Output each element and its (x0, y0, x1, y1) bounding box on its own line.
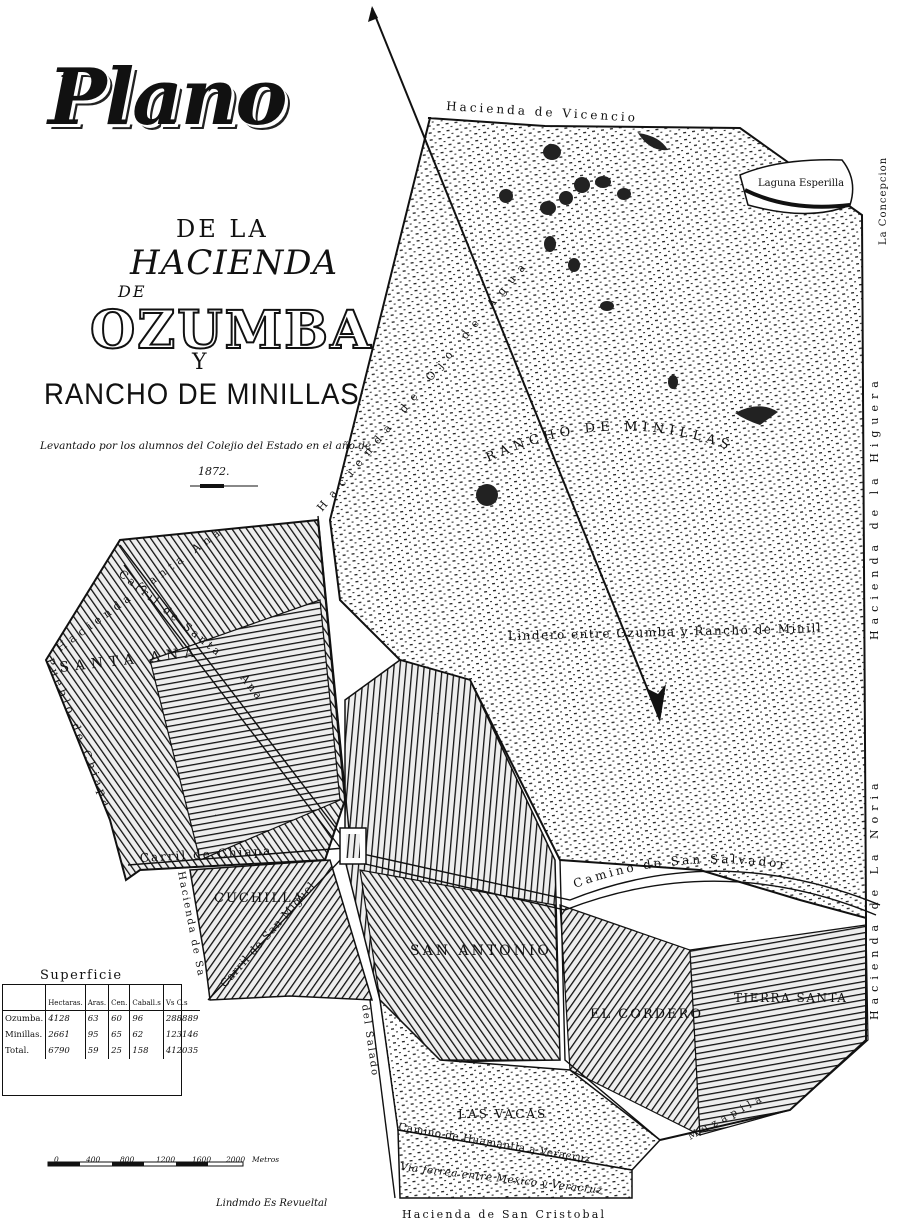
title-de-la: DE LA (176, 215, 269, 243)
label-la-concepcion: La Concepcion (878, 157, 889, 245)
title-y: Y (192, 350, 207, 375)
table-row: Minillas. 2661 95 65 62 123146 (3, 1027, 200, 1043)
label-hacienda-san-cristobal: Hacienda de San Cristobal (402, 1208, 606, 1221)
railway-strip (397, 1129, 633, 1199)
cell: 60 (108, 1010, 131, 1027)
label-las-vacas: LAS VACAS (458, 1107, 547, 1121)
cell: 288889 (165, 1014, 199, 1024)
cell: 62 (129, 1027, 164, 1043)
row-label: Minillas. (3, 1027, 47, 1043)
cell: 412035 (165, 1046, 199, 1056)
label-el-cordero: EL CORDERO (590, 1007, 703, 1022)
cell: 95 (85, 1027, 110, 1043)
row-label: Total. (3, 1043, 47, 1059)
hacienda-buildings (339, 827, 367, 865)
cell: 63 (85, 1010, 110, 1027)
superficie-header-row: Hectaras. Aras. Cen. Caball.s Vs C.s (3, 985, 201, 1011)
cell: 96 (129, 1010, 164, 1027)
scale-tick: 800 (120, 1155, 135, 1164)
scale-tick: 1600 (192, 1155, 212, 1164)
scale-tick: 1200 (156, 1155, 176, 1164)
table-row: Ozumba. 4128 63 60 96 288889 (3, 1010, 200, 1027)
san-antonio-field (359, 869, 561, 1061)
cell: 158 (129, 1043, 164, 1059)
cell: 65 (108, 1027, 131, 1043)
cell: 25 (108, 1043, 131, 1059)
title-ozumba: OZUMBA (89, 299, 373, 362)
col-header: Vs C.s (163, 985, 201, 1011)
label-laguna-esperilla: Laguna Esperilla (758, 178, 844, 189)
title-block: Plano DE LA HACIENDA DE OZUMBA Y RANCHO … (0, 0, 400, 500)
minillas-territory (328, 117, 868, 920)
cell: 2661 (45, 1027, 86, 1043)
label-cuchilla: CUCHILLA (214, 891, 304, 906)
title-hacienda: HACIENDA (130, 243, 339, 283)
east-lower-boundary (659, 918, 867, 1141)
superficie-table: Hectaras. Aras. Cen. Caball.s Vs C.s Ozu… (2, 984, 201, 1096)
title-de: DE (118, 282, 147, 301)
title-surveyed-by: Levantado por los alumnos del Colejio de… (40, 440, 372, 452)
cell: 123146 (165, 1030, 199, 1040)
title-year: 1872. (198, 465, 230, 478)
title-plano: Plano (48, 52, 288, 143)
label-del-salado: del Salado (359, 1004, 380, 1078)
santa-ana-lower-field (149, 599, 341, 861)
table-row: Total. 6790 59 25 158 412035 (3, 1043, 200, 1059)
laguna-esperilla-pond (739, 159, 854, 215)
label-tierra-santa: TIERRA SANTA (734, 991, 847, 1005)
cell: 6790 (45, 1043, 86, 1059)
superficie-title: Superficie (40, 968, 123, 983)
col-header: Caball.s (129, 985, 164, 1011)
label-san-antonio: SAN ANTONIO (410, 943, 552, 959)
col-header: Cen. (108, 985, 131, 1011)
scale-bar (47, 1161, 244, 1167)
col-header (3, 985, 47, 1011)
row-label: Ozumba. (3, 1010, 47, 1027)
tree-clusters (476, 133, 778, 506)
label-hacienda-higuera: Hacienda de la Higuera (868, 375, 881, 640)
scale-tick: 2000 (226, 1155, 246, 1164)
tierra-santa-field (689, 924, 869, 1136)
cuchilla-field (189, 859, 374, 1001)
title-rancho: RANCHO DE MINILLAS (44, 378, 360, 411)
label-hacienda-noria: Hacienda de La Noria (868, 777, 881, 1020)
cell: 59 (85, 1043, 110, 1059)
roads (119, 515, 881, 1199)
col-header: Hectaras. (45, 985, 86, 1011)
scale-tick: 400 (86, 1155, 101, 1164)
cell: 4128 (45, 1010, 86, 1027)
col-header: Aras. (85, 985, 110, 1011)
north-arrow-icon (368, 6, 666, 722)
scale-unit: Metros (252, 1155, 280, 1164)
signature: Lindmdo Es Revueltal (216, 1198, 328, 1209)
scale-tick: 0 (54, 1155, 59, 1164)
title-rule-mark (200, 484, 224, 488)
